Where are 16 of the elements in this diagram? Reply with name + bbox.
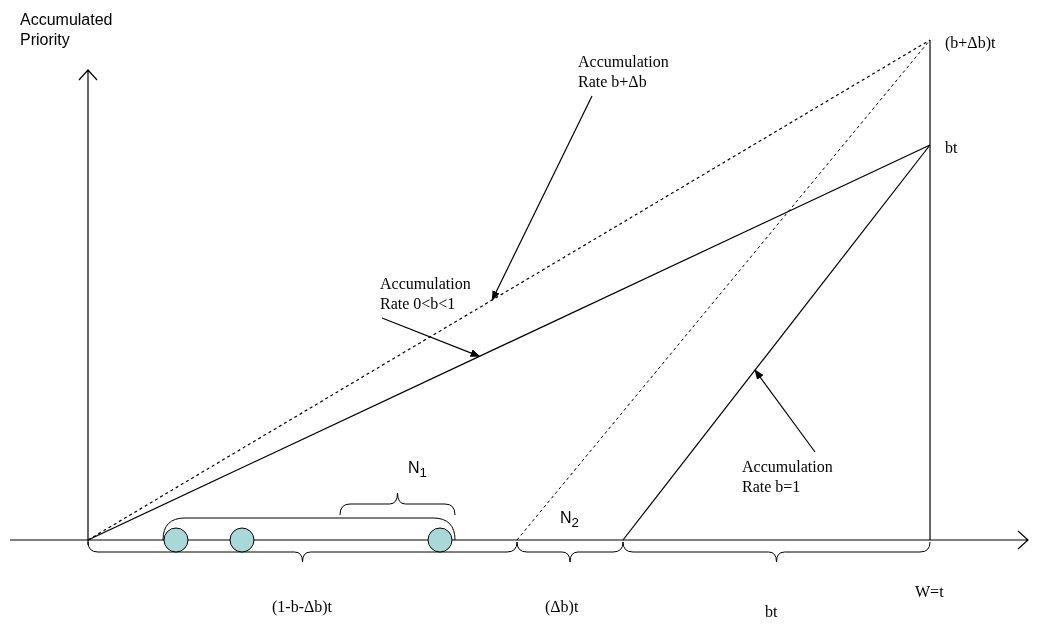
count-label: N$_{2}$ <box>560 508 579 533</box>
leader-line <box>381 317 481 357</box>
callout-text: Accumulation Rate b+Δb <box>578 52 682 92</box>
value-label: (1-b-Δb)t <box>272 597 333 617</box>
value-label: W=t <box>915 582 944 602</box>
callout-text: Accumulation Rate b=1 <box>742 457 846 497</box>
value-label: bt <box>765 602 778 622</box>
value-label: (b+Δb)t <box>945 33 996 53</box>
leader-line <box>491 95 593 301</box>
rate-line <box>87 39 931 541</box>
axis-label: Accumulated Priority <box>20 10 110 50</box>
leader-line <box>754 369 816 453</box>
callout-text: Accumulation Rate 0<b<1 <box>380 274 484 314</box>
value-label: bt <box>945 138 958 158</box>
value-label: (Δb)t <box>545 597 579 617</box>
count-label: N$_{1}$ <box>408 458 427 483</box>
